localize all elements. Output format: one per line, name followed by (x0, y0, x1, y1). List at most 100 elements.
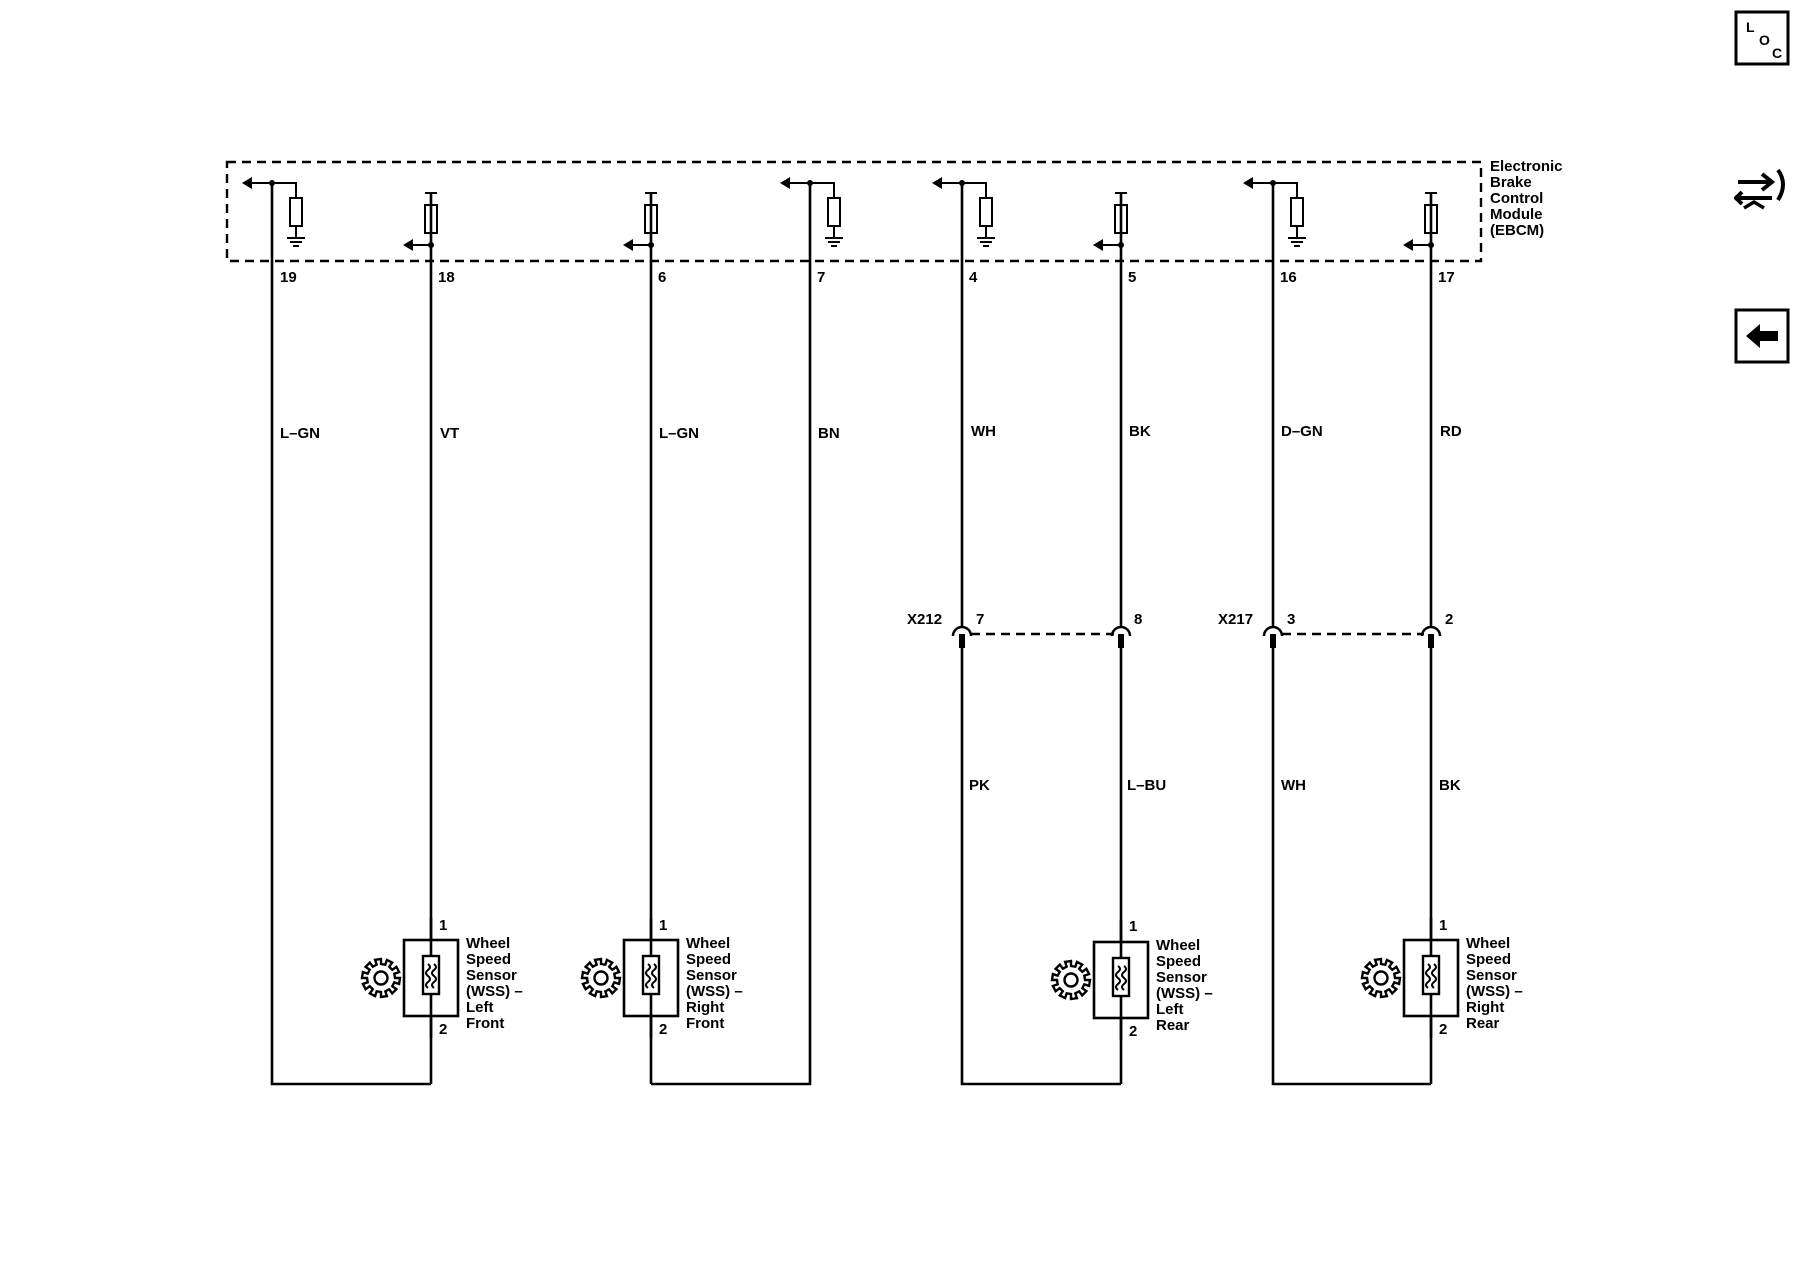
resistor (979, 197, 993, 227)
connector-female-cavity (1420, 625, 1442, 637)
wire-color-label: PK (969, 777, 990, 794)
ebcm-label: Electronic Brake Control Module (EBCM) (1490, 158, 1563, 239)
gear-hub (1373, 970, 1389, 986)
svg-text:2: 2 (1129, 1023, 1137, 1040)
connector-male-pin (1270, 634, 1276, 648)
wire-color-label: L–GN (659, 425, 699, 442)
svg-text:O: O (1759, 32, 1770, 48)
wire-7 (651, 183, 812, 1086)
svg-text:C: C (1772, 45, 1782, 61)
svg-text:1: 1 (1439, 917, 1447, 934)
ebcm-ground-circuit (932, 177, 995, 247)
svg-text:(WSS) –: (WSS) – (1466, 983, 1523, 1000)
svg-text:Wheel: Wheel (466, 935, 510, 952)
svg-text:Speed: Speed (1156, 953, 1201, 970)
resistor-lead (962, 182, 987, 198)
connector-male-pin (1118, 634, 1124, 648)
ebcm-pin-labels: 19 18 6 7 4 5 16 17 (280, 269, 1455, 286)
wire-color-label: WH (971, 423, 996, 440)
wire-color-label: L–GN (280, 425, 320, 442)
wire-color-label: D–GN (1281, 423, 1323, 440)
sensor-element (1111, 956, 1131, 998)
upper-wire-color-labels: L–GN VT L–GN BN WH BK D–GN RD (280, 423, 1462, 442)
sensor-coil (1431, 963, 1437, 989)
lower-wire-color-labels: PK L–BU WH BK (969, 777, 1461, 794)
gear-icon (580, 957, 622, 999)
svg-text:(WSS) –: (WSS) – (1156, 985, 1213, 1002)
connector-female-cavity (1110, 625, 1132, 637)
ebcm-ground-circuit (242, 177, 305, 247)
sensor-coil (425, 963, 431, 989)
ebcm-ground-circuit (780, 177, 843, 247)
wire-pk (960, 637, 1121, 1086)
schematic-icon[interactable] (1733, 162, 1790, 214)
wire-color-label: BK (1129, 423, 1151, 440)
svg-text:Electronic: Electronic (1490, 158, 1563, 175)
connector-pin: 8 (1134, 611, 1142, 628)
svg-text:Left: Left (1156, 1001, 1184, 1018)
wire-color-label: VT (440, 425, 459, 442)
resistor-lead (810, 182, 835, 198)
svg-text:(WSS) –: (WSS) – (466, 983, 523, 1000)
wire-color-label: WH (1281, 777, 1306, 794)
wire-color-label: L–BU (1127, 777, 1166, 794)
connector-female-cavity (1262, 625, 1284, 637)
connector-male-pin (1428, 634, 1434, 648)
ebcm-ground-circuit (1243, 177, 1306, 247)
sensor-element (1421, 954, 1441, 996)
resistor (1290, 197, 1304, 227)
svg-text:Rear: Rear (1466, 1015, 1500, 1032)
gear-hub (373, 970, 389, 986)
sensor-coil (431, 963, 437, 989)
svg-text:Speed: Speed (466, 951, 511, 968)
arrow-head (242, 177, 252, 189)
arrow-head (403, 239, 413, 251)
sensor-coil (1425, 963, 1431, 989)
svg-text:Wheel: Wheel (1156, 937, 1200, 954)
svg-text:1: 1 (439, 917, 447, 934)
svg-text:Wheel: Wheel (686, 935, 730, 952)
connector-female-cavity (951, 625, 973, 637)
sensor-coil (1115, 965, 1121, 991)
pin-label: 17 (1438, 269, 1455, 286)
sensor-coil (1121, 965, 1127, 991)
back-arrow-icon[interactable] (1734, 308, 1790, 364)
pin-label: 4 (969, 269, 978, 286)
wheel-speed-sensors (360, 918, 1460, 1040)
svg-text:2: 2 (439, 1021, 447, 1038)
svg-text:Right: Right (1466, 999, 1504, 1016)
resistor (289, 197, 303, 227)
wire-color-label: BN (818, 425, 840, 442)
gear-icon (1360, 957, 1402, 999)
svg-text:L: L (1746, 19, 1755, 35)
svg-text:Rear: Rear (1156, 1017, 1190, 1034)
arrow-head (780, 177, 790, 189)
resistor (827, 197, 841, 227)
sensor-rr-text: 1 2 Wheel Speed Sensor (WSS) – Right Rea… (1439, 917, 1523, 1038)
svg-text:(WSS) –: (WSS) – (686, 983, 743, 1000)
sensor-element (641, 954, 661, 996)
location-icon[interactable]: L O C (1734, 10, 1790, 66)
pin-label: 6 (658, 269, 666, 286)
pin-label: 7 (817, 269, 825, 286)
connector-name: X217 (1218, 611, 1253, 628)
sensor-coil (645, 963, 651, 989)
arrow-head (1403, 239, 1413, 251)
svg-text:1: 1 (659, 917, 667, 934)
svg-text:1: 1 (1129, 918, 1137, 935)
pin-label: 19 (280, 269, 297, 286)
resistor-lead (1273, 182, 1298, 198)
ebcm-internal-circuits (242, 177, 1438, 251)
pin-label: 5 (1128, 269, 1136, 286)
ebcm-boundary (225, 160, 1483, 263)
gear-hub (593, 970, 609, 986)
sensor-lf-text: 1 2 Wheel Speed Sensor (WSS) – Left Fron… (439, 917, 523, 1038)
wire-wh (1271, 637, 1431, 1086)
arrow-head (623, 239, 633, 251)
wheel-speed-sensor (580, 918, 680, 1038)
wire-color-label: BK (1439, 777, 1461, 794)
gear-hub (1063, 972, 1079, 988)
sensor-rf-text: 1 2 Wheel Speed Sensor (WSS) – Right Fro… (659, 917, 743, 1038)
svg-text:Control: Control (1490, 190, 1543, 207)
wire-19 (270, 183, 431, 1086)
